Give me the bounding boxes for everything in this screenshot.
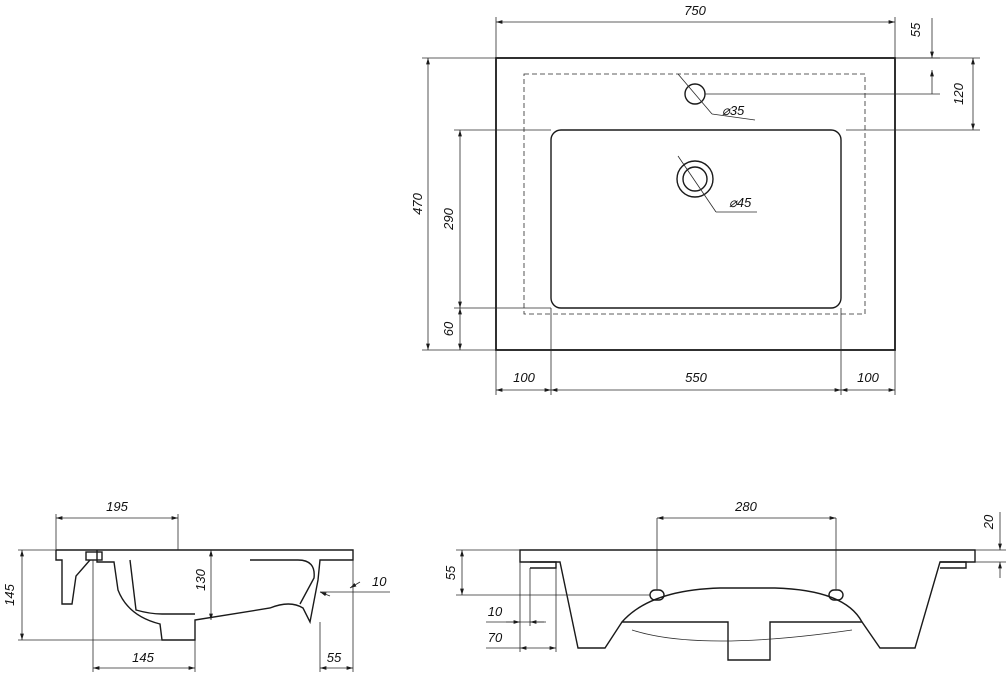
side-view: 195 145 130 10 145 55 (2, 499, 390, 672)
side-profile (55, 549, 354, 641)
sink-outline (495, 57, 896, 351)
bowl-underside (631, 629, 853, 642)
drain-dia-label: ⌀45 (729, 195, 752, 210)
basin-bowl (550, 129, 842, 309)
drain-outer-ring (676, 160, 714, 198)
leg-offset-dim-label: 55 (327, 650, 342, 665)
right-mount-slot (828, 589, 844, 601)
side-depth-dim-label: 195 (106, 499, 128, 514)
bowl-curve (621, 587, 863, 623)
overflow-slot (85, 551, 103, 561)
mount-span-dim-label: 280 (734, 499, 757, 514)
top-view: 750 55 120 470 290 60 100 550 100 (410, 3, 980, 395)
left-rim-notch (530, 561, 557, 569)
front-profile (519, 549, 976, 661)
side-height-dim-label: 145 (2, 583, 17, 605)
basin-depth-dim-label: 290 (441, 207, 456, 230)
front-view: 280 20 55 10 70 (443, 499, 1006, 661)
mount-inset-dim-label: 70 (488, 630, 503, 645)
basin-height-dim-label: 130 (193, 568, 208, 590)
drain-leader (677, 155, 717, 213)
mount-height-dim-label: 55 (443, 565, 458, 580)
width-dim-label: 750 (684, 3, 706, 18)
left-margin-dim-label: 100 (513, 370, 535, 385)
right-margin-dim-label: 100 (857, 370, 879, 385)
front-offset-dim-label: 60 (441, 321, 456, 336)
tap-hole-dia-label: ⌀35 (722, 103, 745, 118)
depth-dim-label: 470 (410, 192, 425, 214)
edge-offset-dim-label: 10 (488, 604, 503, 619)
hidden-underside-outline (523, 73, 866, 315)
wall-dim-label: 10 (372, 574, 387, 589)
tap-offset-dim-label: 55 (908, 22, 923, 37)
basin-width-dim-label: 550 (685, 370, 707, 385)
rim-thickness-dim-label: 20 (981, 514, 996, 530)
drain-inner-ring (682, 166, 708, 192)
drain-offset-dim-label: 145 (132, 650, 154, 665)
tap-axis-dim-label: 120 (951, 82, 966, 104)
right-rim-notch (940, 561, 967, 569)
tap-hole-leader (677, 73, 713, 115)
